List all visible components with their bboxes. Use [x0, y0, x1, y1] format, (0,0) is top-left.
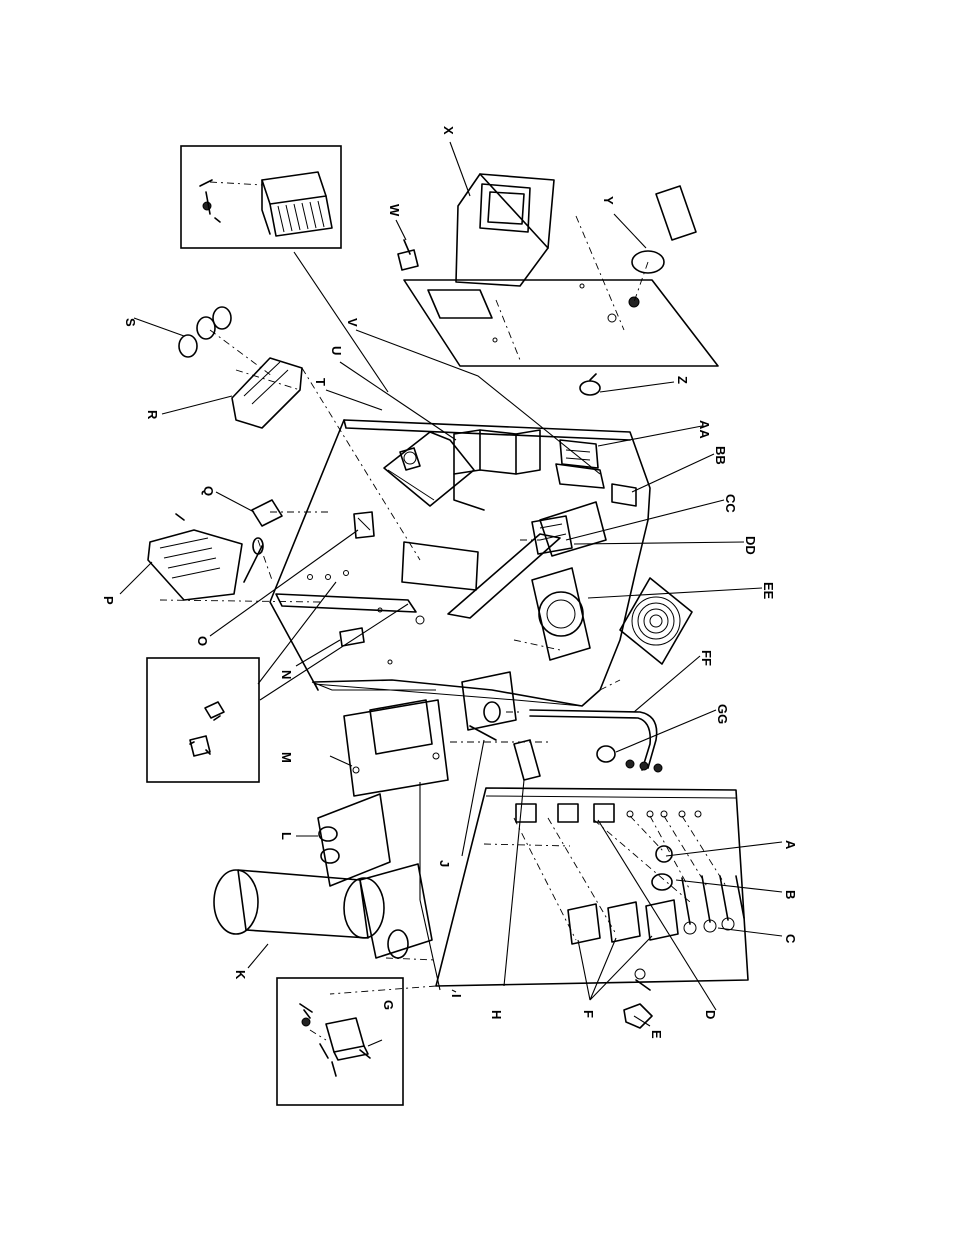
inset-top-detail	[180, 145, 342, 249]
label-l: L	[279, 832, 294, 840]
label-ff: FF	[699, 650, 714, 666]
label-d: D	[703, 1010, 718, 1019]
label-v: V	[345, 318, 360, 327]
label-g: G	[381, 1000, 396, 1010]
heat-sink-module-drawing	[199, 171, 333, 237]
fan-ee	[531, 567, 693, 665]
callout-leaders	[119, 141, 783, 1047]
lamp-y	[628, 185, 697, 308]
label-y: Y	[601, 196, 616, 205]
explode-lines	[159, 215, 727, 995]
knob-gg	[596, 745, 663, 773]
label-k: K	[233, 970, 248, 980]
terminal-strip-r	[231, 357, 303, 429]
switch-q	[243, 499, 283, 583]
assembly-j	[461, 671, 517, 741]
relay-bb	[611, 483, 637, 507]
label-f: F	[581, 1010, 596, 1018]
label-c: C	[783, 934, 798, 944]
relay-aa	[559, 439, 599, 469]
label-w: W	[387, 204, 402, 217]
meter-x	[455, 173, 555, 287]
label-o: O	[195, 636, 210, 646]
switches-f	[567, 899, 679, 945]
label-z: Z	[675, 376, 690, 384]
connection-lines	[257, 251, 441, 991]
component-o	[353, 511, 375, 539]
part-e	[623, 968, 653, 1029]
label-t: T	[313, 378, 328, 386]
knob-z	[579, 373, 601, 396]
block-h	[513, 739, 541, 781]
switch-w	[397, 239, 419, 271]
chassis-base-pan	[269, 419, 651, 707]
label-aa: AA	[697, 420, 712, 439]
label-bb: BB	[713, 446, 728, 465]
label-m: M	[279, 752, 294, 763]
label-b: B	[783, 890, 798, 899]
label-h: H	[489, 1010, 504, 1019]
label-p: P	[101, 596, 116, 605]
cable-ff	[529, 709, 658, 771]
callout-labels: S R Q P O N M L K G I J H F E D A B C T …	[101, 126, 798, 1039]
terminal-block-p	[147, 513, 243, 601]
internal-brackets	[401, 429, 607, 619]
label-u: U	[329, 346, 344, 355]
relay-cc-dd	[531, 515, 573, 555]
inset-left-detail	[146, 657, 260, 783]
capacitor-l	[317, 793, 391, 887]
label-cc: CC	[723, 494, 738, 513]
connectors-abc	[651, 845, 745, 935]
label-s: S	[123, 318, 138, 327]
label-n: N	[279, 670, 294, 679]
front-panel	[435, 787, 749, 987]
label-q: Q	[201, 486, 216, 496]
label-gg: GG	[715, 704, 730, 724]
label-ee: EE	[761, 582, 776, 600]
label-a: A	[783, 840, 798, 850]
label-x: X	[441, 126, 456, 135]
component-n	[339, 627, 365, 647]
label-r: R	[145, 410, 160, 420]
board-t-assembly	[383, 431, 475, 507]
fuses-s	[178, 306, 232, 358]
label-i: I	[449, 994, 464, 998]
inset-bottom-detail	[276, 977, 404, 1106]
label-e: E	[649, 1030, 664, 1039]
label-j: J	[437, 860, 452, 867]
transformer-m	[343, 699, 449, 797]
blower-motor-k	[213, 863, 433, 959]
label-dd: DD	[743, 536, 758, 555]
relay-g-drawing	[299, 1003, 371, 1077]
